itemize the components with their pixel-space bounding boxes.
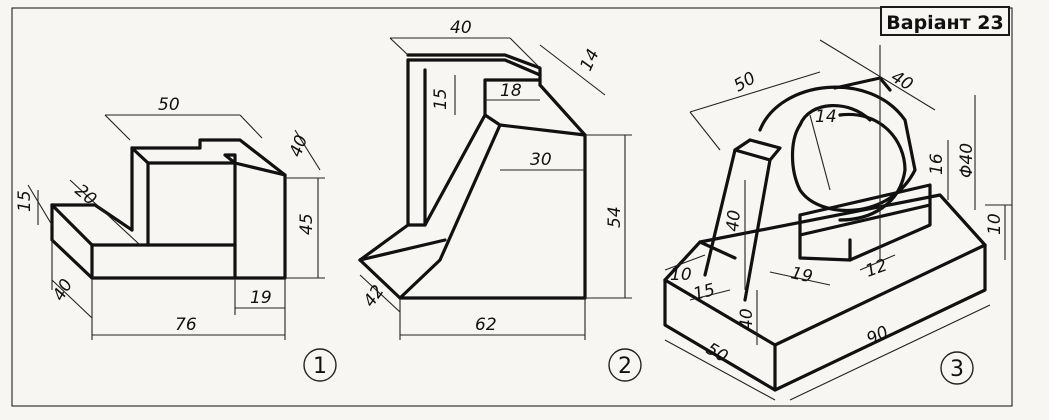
figure-1: 50 40 15 20 45 40 19 76 1 — [15, 95, 337, 382]
fig3-dim-rib-depth: 40 — [737, 308, 757, 330]
fig1-number-circle — [303, 348, 337, 382]
figure-2-outline — [358, 53, 587, 300]
fig1-dim-offset: 19 — [250, 288, 272, 308]
figure-3-outline — [663, 76, 987, 392]
figure-2-dimension-lines — [359, 37, 632, 340]
figure-3-dimension-lines — [664, 39, 1012, 401]
fig2-dim-thickness: 14 — [576, 46, 603, 74]
fig2-dim-width-top: 40 — [450, 18, 472, 38]
fig3-dim-rib-height: 40 — [723, 209, 745, 232]
variant-title: Варіант 23 — [880, 6, 1010, 36]
fig3-dim-boss-depth: 40 — [888, 67, 917, 95]
fig1-dim-length: 76 — [175, 315, 197, 335]
fig2-dim-depth: 42 — [360, 282, 389, 311]
fig3-dim-base-height: 10 — [985, 213, 1005, 235]
fig2-dim-length: 62 — [475, 315, 497, 335]
fig1-dim-width-top: 50 — [158, 95, 180, 115]
fig2-number-circle — [608, 348, 642, 382]
fig3-dim-block-offset: 19 — [789, 263, 814, 287]
sheet-frame — [11, 7, 1013, 407]
fig2-dim-height: 54 — [605, 206, 625, 228]
fig1-number: 1 — [313, 354, 327, 379]
fig3-number: 3 — [950, 357, 964, 382]
figure-2: 40 14 15 18 30 54 42 62 2 — [358, 18, 642, 382]
fig3-dim-slot: 16 — [927, 153, 947, 175]
fig2-dim-step: 18 — [500, 81, 522, 101]
figure-3: 50 40 14 Φ40 16 40 10 10 15 19 12 40 50 … — [663, 39, 1012, 401]
fig3-dim-hole: 14 — [815, 107, 837, 127]
fig3-number-circle — [940, 351, 974, 385]
fig2-dim-offset: 30 — [530, 150, 552, 170]
fig2-dim-top-height: 15 — [431, 88, 451, 110]
fig1-dim-base-height: 15 — [15, 190, 35, 212]
fig2-number: 2 — [618, 354, 632, 379]
fig3-dim-rib-offset: 10 — [670, 265, 692, 285]
fig3-dim-rib-width: 15 — [691, 280, 717, 305]
figure-1-outline — [50, 138, 287, 280]
fig1-dim-depth-top: 40 — [286, 133, 312, 160]
figure-1-dimension-lines — [27, 114, 325, 340]
fig1-dim-height: 45 — [297, 213, 317, 235]
fig3-dim-diameter: Φ40 — [957, 143, 977, 178]
